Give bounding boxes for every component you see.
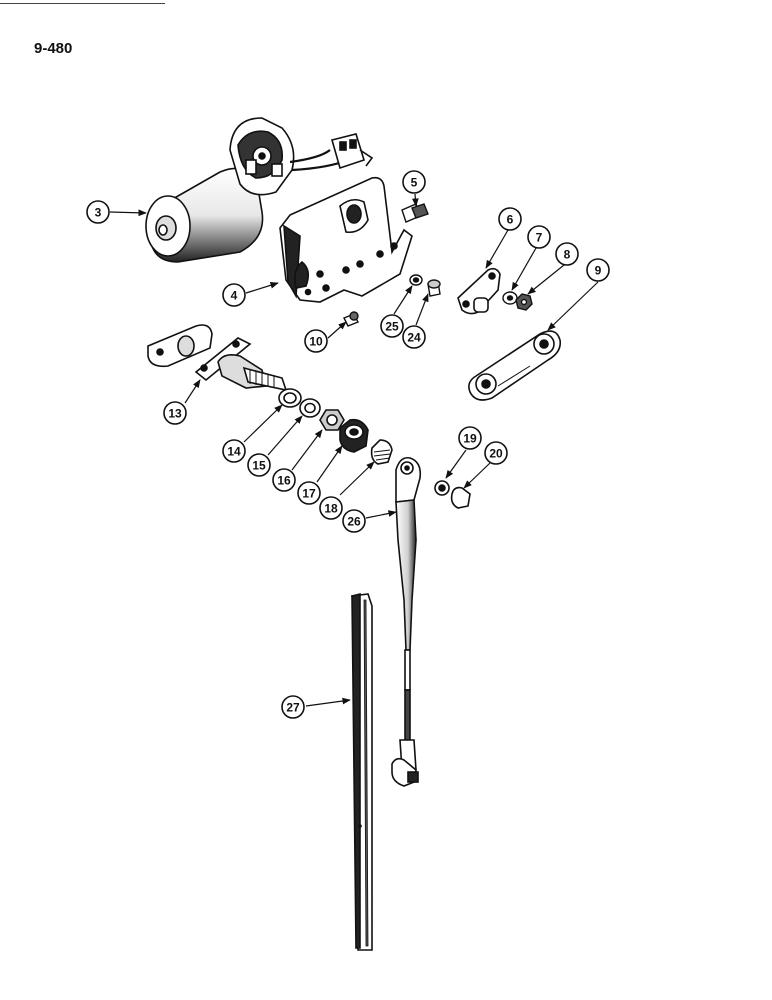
washer-part-14	[278, 388, 302, 408]
callout-20: 20	[484, 441, 508, 465]
callout-6: 6	[498, 207, 522, 231]
washer-part-7	[502, 291, 518, 305]
callout-7: 7	[527, 225, 551, 249]
svg-text:15: 15	[252, 459, 266, 473]
svg-text:10: 10	[309, 335, 323, 349]
leader-lines	[109, 193, 599, 707]
bushing-part-17	[339, 418, 369, 453]
callout-8: 8	[555, 242, 579, 266]
callout-4: 4	[222, 283, 246, 307]
svg-text:7: 7	[536, 231, 543, 245]
header-rule	[0, 3, 165, 4]
washer-part-19	[434, 480, 450, 496]
washer-part-15	[299, 398, 321, 418]
svg-text:16: 16	[277, 474, 291, 488]
callout-17: 17	[297, 481, 321, 505]
callout-26: 26	[342, 509, 366, 533]
cap-nut-part-20	[450, 486, 471, 509]
wiper-blade-part-27	[351, 592, 373, 951]
link-part-9	[468, 330, 562, 401]
svg-text:17: 17	[302, 487, 316, 501]
svg-text:9: 9	[595, 264, 602, 278]
mounting-bracket	[279, 176, 413, 303]
callout-25: 25	[380, 314, 404, 338]
svg-text:3: 3	[95, 206, 102, 220]
bolt-part-5	[401, 203, 429, 223]
cap-part-18	[370, 439, 393, 465]
callout-13: 13	[163, 401, 187, 425]
svg-text:25: 25	[385, 320, 399, 334]
callout-24: 24	[402, 325, 426, 349]
svg-text:4: 4	[231, 289, 238, 303]
callout-16: 16	[272, 468, 296, 492]
wiper-arm-part-26	[391, 456, 422, 787]
crank-part-6	[457, 267, 501, 315]
callout-14: 14	[222, 439, 246, 463]
screw-part-10	[343, 311, 359, 327]
callout-3: 3	[86, 200, 110, 224]
svg-text:26: 26	[347, 515, 361, 529]
callout-5: 5	[402, 170, 426, 194]
wiper-motor	[145, 117, 374, 263]
svg-text:19: 19	[463, 432, 477, 446]
svg-text:14: 14	[227, 445, 241, 459]
nut-part-16	[319, 409, 345, 431]
svg-text:18: 18	[324, 502, 338, 516]
svg-text:13: 13	[168, 407, 182, 421]
callout-18: 18	[319, 496, 343, 520]
callout-27: 27	[281, 695, 305, 719]
svg-text:24: 24	[407, 331, 421, 345]
nut-part-8	[515, 293, 533, 311]
callout-9: 9	[586, 258, 610, 282]
callout-10: 10	[304, 329, 328, 353]
svg-text:6: 6	[507, 213, 514, 227]
svg-text:27: 27	[286, 701, 300, 715]
bolt-part-24	[427, 279, 441, 297]
svg-text:8: 8	[564, 248, 571, 262]
callout-19: 19	[458, 426, 482, 450]
callout-15: 15	[247, 453, 271, 477]
pivot-shaft-part-13	[147, 324, 288, 392]
nut-part-25	[409, 274, 423, 286]
page-number: 9-480	[34, 40, 73, 57]
svg-text:5: 5	[411, 176, 418, 190]
svg-text:20: 20	[489, 447, 503, 461]
